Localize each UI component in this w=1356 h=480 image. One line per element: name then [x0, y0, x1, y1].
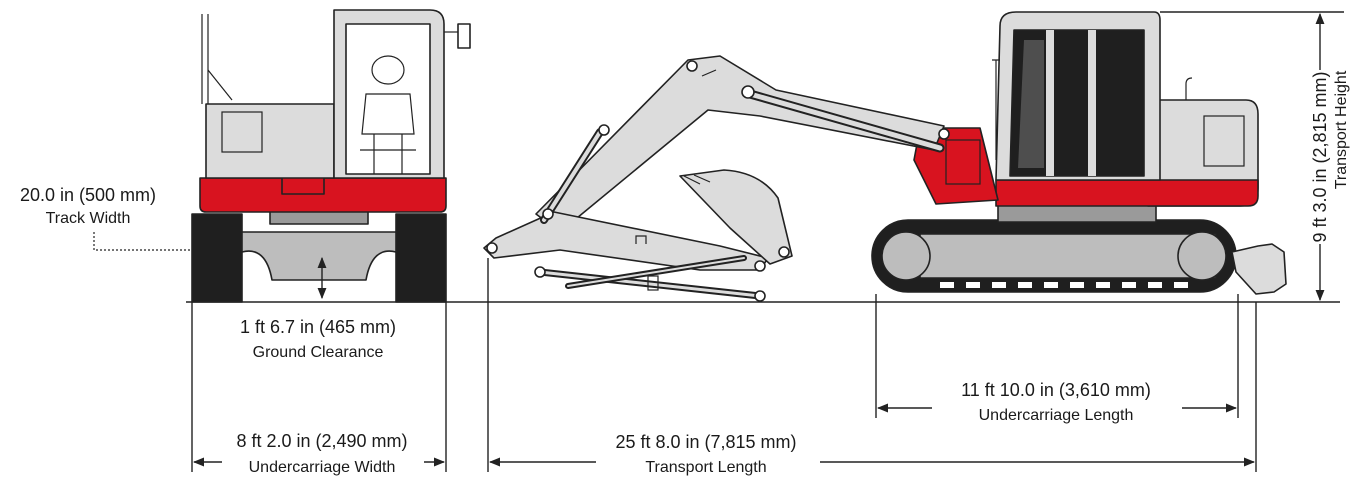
- ground-clearance-value: 1 ft 6.7 in (465 mm): [240, 317, 396, 337]
- track-shoes: [940, 282, 1188, 288]
- arm-pin-6: [598, 124, 610, 136]
- boom-pin-3: [938, 128, 950, 140]
- exhaust-pole: [201, 14, 209, 104]
- track-frame: [919, 233, 1217, 279]
- front-right-track: [395, 213, 447, 303]
- front-hood-panel: [221, 111, 263, 153]
- ground-clearance-label: Ground Clearance: [253, 344, 384, 361]
- undercarriage-width-value: 8 ft 2.0 in (2,490 mm): [236, 431, 407, 451]
- arm-pin-4: [754, 290, 766, 302]
- track-width-value: 20.0 in (500 mm): [20, 185, 156, 205]
- arm-pin-3: [754, 260, 766, 272]
- transport-length-label: Transport Length: [645, 459, 766, 476]
- boom-detail: [701, 69, 717, 77]
- transport-length-value: 25 ft 8.0 in (7,815 mm): [615, 432, 796, 452]
- front-cab-window: [345, 23, 431, 175]
- arm-pin-1: [486, 242, 498, 254]
- side-red-base: [995, 179, 1259, 207]
- undercarriage-length-label: Undercarriage Length: [979, 407, 1134, 424]
- ground-and-dimension-lines: [93, 11, 1344, 472]
- bucket: [679, 169, 793, 265]
- cab-front-glass: [1018, 40, 1044, 168]
- mirror: [457, 23, 471, 49]
- arm-pin-2: [542, 208, 554, 220]
- track-width-leader: [93, 232, 190, 251]
- arm-cylinder-rod: [542, 130, 602, 222]
- side-cab-glass: [1009, 29, 1145, 177]
- front-undercarriage-frame: [241, 231, 397, 281]
- idler-wheel: [881, 231, 931, 281]
- bucket-teeth: [683, 174, 711, 185]
- operator-seat: [361, 93, 415, 135]
- arm-detail: [635, 235, 647, 244]
- engine-panel: [1203, 115, 1245, 167]
- arm-pin-5: [534, 266, 546, 278]
- bucket-cylinder-rod: [567, 257, 745, 287]
- operator-head: [371, 55, 405, 85]
- boom-cylinder-rod: [747, 91, 943, 151]
- cab-interior-lines: [360, 134, 416, 174]
- front-left-track: [191, 213, 243, 303]
- cab-window-frames: [1046, 30, 1096, 176]
- undercarriage-width-label: Undercarriage Width: [249, 459, 396, 476]
- front-hood: [205, 103, 335, 179]
- transport-height-label: Transport Height: [1333, 70, 1350, 189]
- side-view-machine: [483, 11, 1287, 302]
- bucket-link-inner: [538, 270, 762, 298]
- sprocket-wheel: [1177, 231, 1227, 281]
- cylinder-clamp: [647, 275, 659, 291]
- bucket-pin: [778, 246, 790, 258]
- dozer-blade: [1231, 243, 1287, 295]
- dimension-labels: 20.0 in (500 mm) Track Width 1 ft 6.7 in…: [20, 70, 1350, 476]
- transport-height-value: 9 ft 3.0 in (2,815 mm): [1310, 71, 1330, 242]
- bracket-plate: [945, 139, 981, 185]
- track-width-label: Track Width: [46, 210, 131, 227]
- boom-pin-2: [686, 60, 698, 72]
- exhaust-stack: [1185, 77, 1193, 100]
- undercarriage-length-value: 11 ft 10.0 in (3,610 mm): [961, 380, 1151, 400]
- boom-pin-1: [741, 85, 755, 99]
- handrail: [207, 69, 233, 101]
- front-view-machine: [191, 9, 471, 303]
- front-lower-body: [199, 177, 447, 213]
- cab-handrail: [992, 59, 1000, 160]
